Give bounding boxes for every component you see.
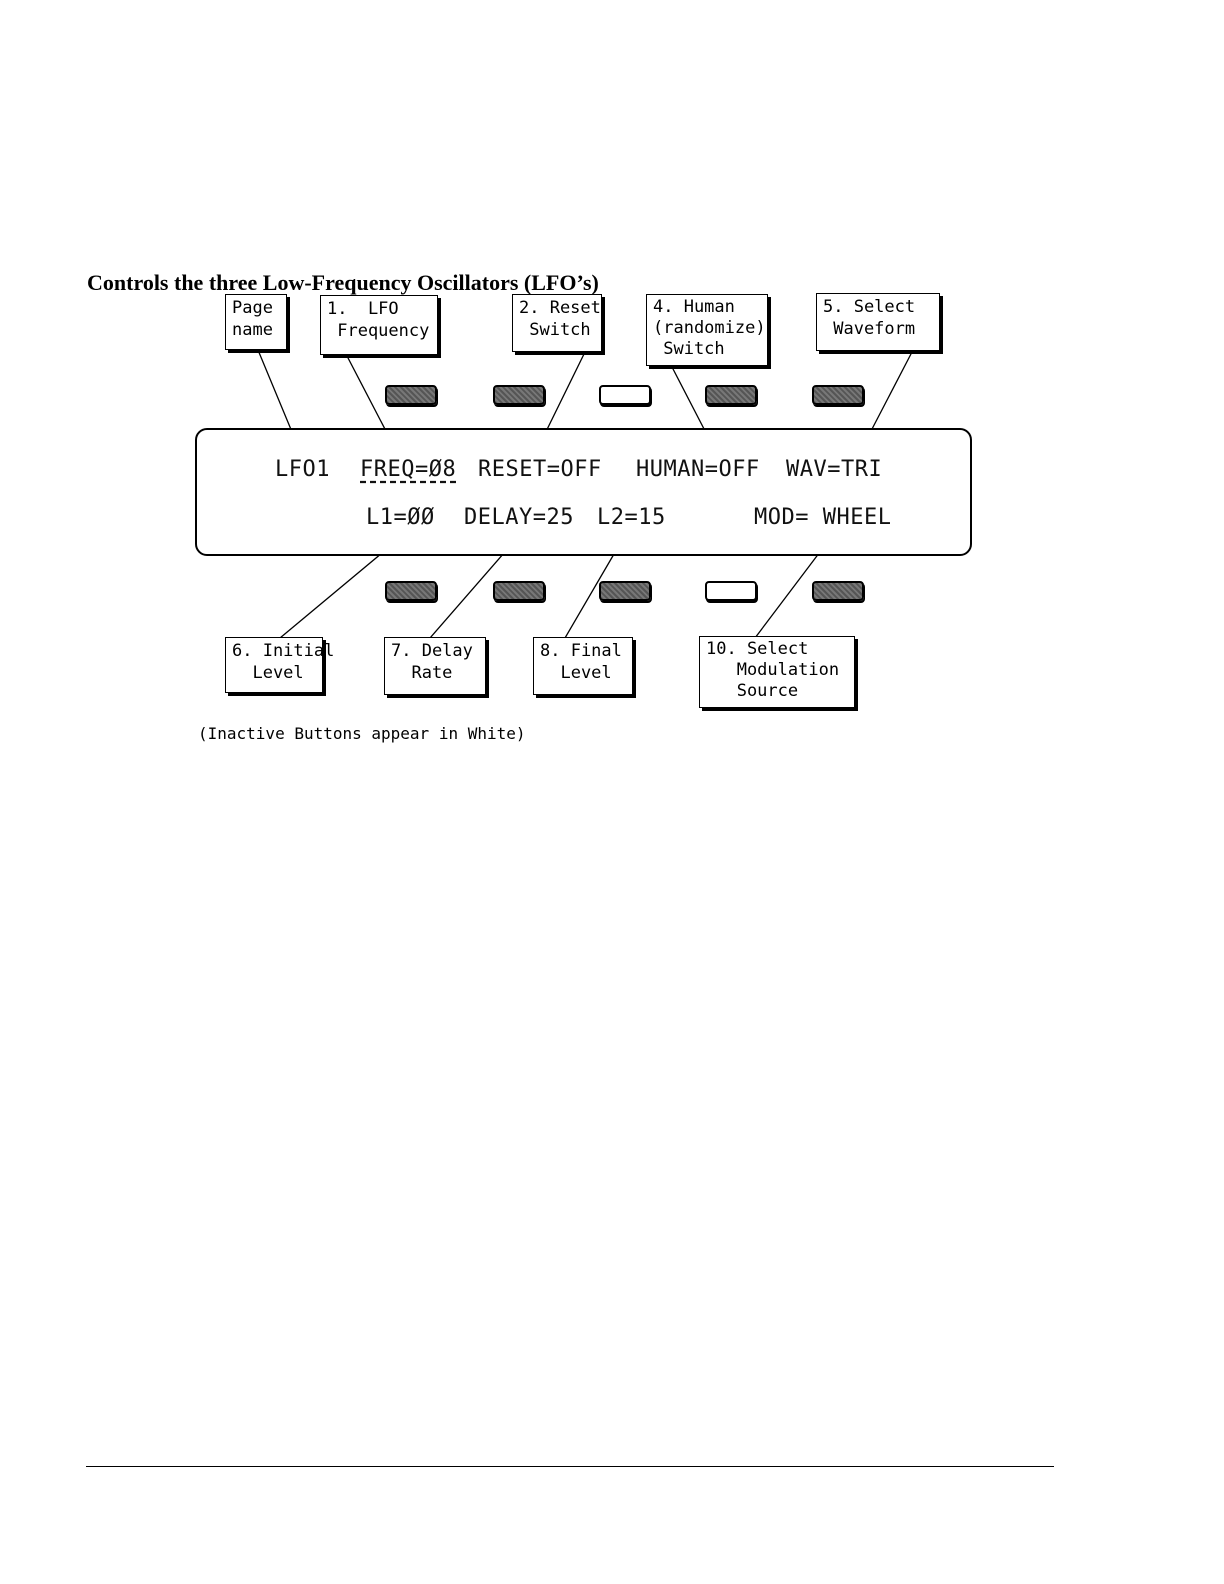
callout-text: Source [706,681,799,701]
callout-modulation-source: 10. Select Modulation Source [699,636,855,708]
callout-page-name: Page name [225,294,287,350]
footer-divider [86,1466,1054,1467]
callout-text: Modulation [706,660,840,680]
callout-text: Frequency [327,321,430,341]
lcd-page-name: LFO1 [275,457,330,482]
callout-final-level: 8. Final Level [533,637,633,695]
callout-text: 2. Reset [519,298,601,318]
callout-lfo-frequency: 1. LFO Frequency [320,295,438,355]
lcd-reset: RESET=OFF [478,457,602,482]
callout-text: 8. Final [540,641,622,661]
callout-text: Waveform [823,319,916,339]
callout-text: 6. Initial [232,641,335,661]
soft-button-top-3[interactable] [599,385,651,405]
soft-button-bottom-1[interactable] [385,581,437,601]
soft-button-bottom-4[interactable] [705,581,757,601]
callout-text: Level [232,663,304,683]
lcd-l2: L2=15 [597,505,666,530]
lcd-l1: L1=ØØ [366,505,435,530]
soft-button-bottom-5[interactable] [812,581,864,601]
soft-button-top-5[interactable] [812,385,864,405]
section-heading: Controls the three Low-Frequency Oscilla… [87,270,599,295]
callout-reset-switch: 2. Reset Switch [512,294,602,352]
callout-text: 4. Human [653,297,735,317]
callout-text: 5. Select [823,297,916,317]
inactive-buttons-note: (Inactive Buttons appear in White) [198,724,526,743]
lcd-wav: WAV=TRI [786,457,883,482]
callout-initial-level: 6. Initial Level [225,637,335,693]
soft-button-bottom-3[interactable] [599,581,651,601]
soft-button-bottom-2[interactable] [493,581,545,601]
soft-button-top-1[interactable] [385,385,437,405]
callout-text: 1. LFO [327,299,399,319]
callout-text: 10. Select [706,639,809,659]
lcd-display [195,428,972,556]
callout-select-waveform: 5. Select Waveform [816,293,940,351]
soft-button-top-4[interactable] [705,385,757,405]
callout-text: name [232,320,273,340]
callout-text: Switch [653,339,725,359]
callout-human-switch: 4. Human (randomize) Switch [646,294,768,366]
lcd-human: HUMAN=OFF [636,457,760,482]
callout-delay-rate: 7. Delay Rate [384,637,486,695]
callout-text: Page [232,298,273,318]
lcd-mod: MOD= WHEEL [754,505,892,530]
callout-text: Level [540,663,612,683]
callout-text: Switch [519,320,591,340]
callout-text: 7. Delay [391,641,473,661]
lcd-delay: DELAY=25 [464,505,574,530]
callout-text: Rate [391,663,453,683]
lcd-freq: FREQ=Ø8 [360,457,457,482]
soft-button-top-2[interactable] [493,385,545,405]
callout-text: (randomize) [653,318,766,338]
